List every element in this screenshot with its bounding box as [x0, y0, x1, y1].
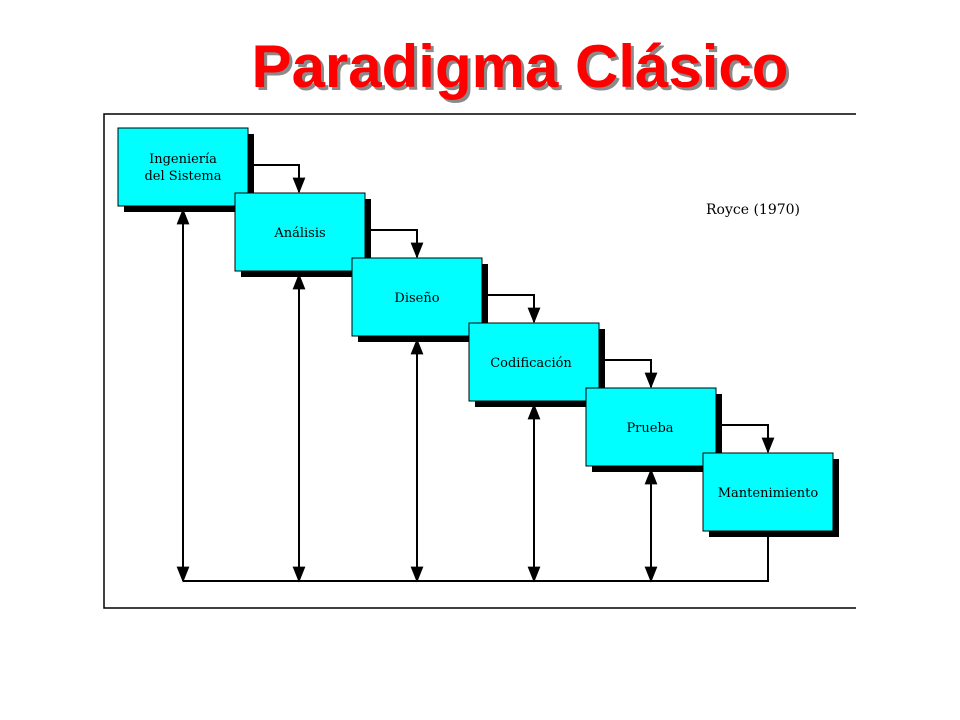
- phase-box-ingenieria: Ingeniería del Sistema: [117, 127, 254, 212]
- phase-label: Prueba: [626, 421, 673, 436]
- phase-box-face: [234, 192, 366, 272]
- phase-label: del Sistema: [144, 169, 221, 184]
- phase-box-face: [585, 387, 717, 467]
- flow-arrow-5: [715, 424, 775, 454]
- phase-box-analisis: Análisis: [234, 192, 371, 277]
- citation-label: Royce (1970): [706, 202, 800, 218]
- phase-box-mantenimiento: Mantenimiento: [702, 452, 839, 537]
- feedback-lines: [176, 208, 769, 583]
- waterfall-arrows: [247, 164, 775, 454]
- phase-box-prueba: Prueba: [585, 387, 722, 472]
- phase-label: Diseño: [394, 291, 439, 306]
- flow-arrow-4: [598, 359, 658, 389]
- flow-arrow-3: [481, 294, 541, 324]
- phase-box-diseno: Diseño: [351, 257, 488, 342]
- slide-title: Paradigma Clásico: [251, 33, 789, 100]
- phase-label: Análisis: [273, 226, 325, 241]
- phase-box-codificacion: Codificación: [468, 322, 605, 407]
- phase-box-face: [351, 257, 483, 337]
- phase-label: Mantenimiento: [718, 486, 819, 501]
- flow-arrow-1: [247, 164, 306, 194]
- phase-label: Codificación: [490, 356, 572, 371]
- flow-arrow-2: [364, 229, 424, 259]
- feedback-bottom-line: [183, 535, 769, 582]
- diagram-frame: [103, 113, 856, 609]
- phase-box-face: [117, 127, 249, 207]
- phase-label: Ingeniería: [149, 152, 217, 167]
- phase-box-face: [702, 452, 834, 532]
- phase-box-face: [468, 322, 600, 402]
